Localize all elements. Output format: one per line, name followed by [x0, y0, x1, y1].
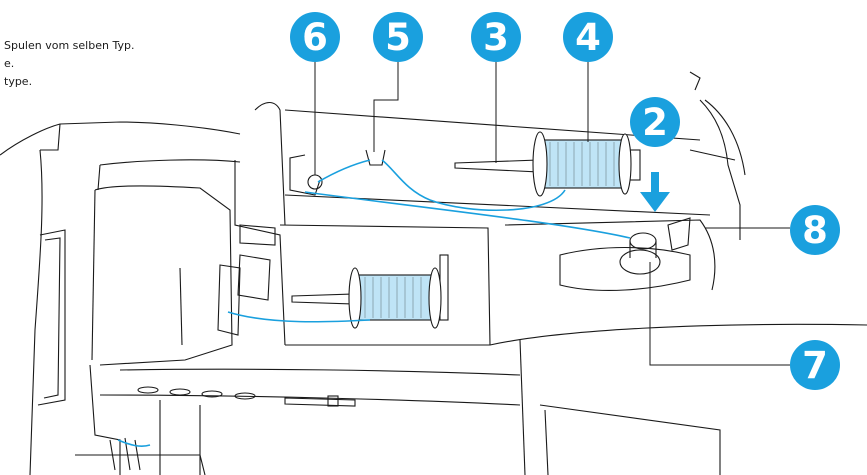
button-4 — [234, 392, 256, 400]
body-stripes — [159, 400, 201, 475]
speed-slider — [284, 397, 356, 407]
thread-guide-hook — [289, 154, 321, 196]
head-face — [94, 185, 233, 366]
button-3 — [201, 390, 223, 398]
callout-5: 5 — [373, 12, 423, 62]
thread-to-guide-6 — [317, 159, 371, 183]
callout-2: 2 — [630, 97, 680, 147]
button-1 — [137, 386, 159, 394]
bobbin-winder-base — [619, 249, 661, 275]
body-front-edge — [519, 339, 526, 475]
thread-guide-clip — [365, 149, 386, 166]
head-side-panel — [37, 229, 66, 406]
winder-seat — [559, 246, 691, 291]
bobbin-winder-shaft — [629, 241, 657, 258]
head-groove — [179, 267, 183, 346]
body-seam — [119, 368, 521, 376]
leader-5 — [373, 55, 399, 152]
deck-top — [504, 219, 716, 291]
callout-7: 7 — [790, 340, 840, 390]
guide-bracket-2 — [237, 254, 271, 301]
guide-plate-edge — [234, 160, 286, 346]
spool-post-lower — [439, 254, 449, 321]
head-face-left — [91, 189, 96, 361]
callout-6: 6 — [290, 12, 340, 62]
bobbin-winder-top — [629, 232, 657, 250]
needle-bar — [89, 364, 121, 475]
head-corner — [40, 123, 61, 151]
leader-7 — [649, 262, 790, 366]
guide-bracket — [239, 224, 276, 246]
upper-tray — [279, 224, 491, 346]
head-upper-rim — [99, 159, 241, 166]
thread-to-winder — [304, 191, 631, 239]
body-top-edge — [489, 323, 867, 346]
upper-spool — [532, 131, 632, 197]
cover-tab — [689, 71, 701, 91]
note-line-2: e. — [4, 57, 15, 70]
down-arrow-icon — [640, 172, 670, 212]
display-panel-left — [544, 409, 549, 475]
note-line-1: Spulen vom selben Typ. — [4, 39, 135, 52]
cover-top-edge — [284, 109, 701, 141]
head-top-edge — [0, 121, 241, 156]
button-2 — [169, 388, 191, 396]
callout-4: 4 — [563, 12, 613, 62]
tension-housing — [217, 264, 241, 336]
cover-left-post — [254, 101, 286, 226]
leader-lines — [314, 55, 790, 366]
machine-outline — [0, 71, 867, 475]
spool-pin-upper — [454, 159, 541, 173]
lower-spool — [348, 267, 442, 329]
head-upper-rim-end — [97, 164, 101, 191]
cover-right-inner — [704, 99, 746, 176]
spool-pin-lower — [291, 293, 356, 305]
thread-lower — [227, 311, 371, 323]
callout-8: 8 — [790, 205, 840, 255]
thread-needle — [117, 439, 151, 447]
note-line-3: type. — [4, 75, 33, 88]
callout-3: 3 — [471, 12, 521, 62]
thread-from-spool — [381, 159, 566, 212]
bobbin-winder-guide — [689, 149, 736, 161]
head-side-slot — [43, 237, 61, 399]
body-seam-2 — [99, 394, 521, 406]
display-panel — [539, 404, 721, 475]
thread-path — [117, 159, 631, 447]
head-left-edge — [29, 149, 43, 475]
speed-slider-knob — [327, 395, 339, 407]
cover-right-edge — [699, 99, 741, 240]
winder-stopper — [667, 217, 691, 251]
needle-plate — [75, 454, 206, 475]
